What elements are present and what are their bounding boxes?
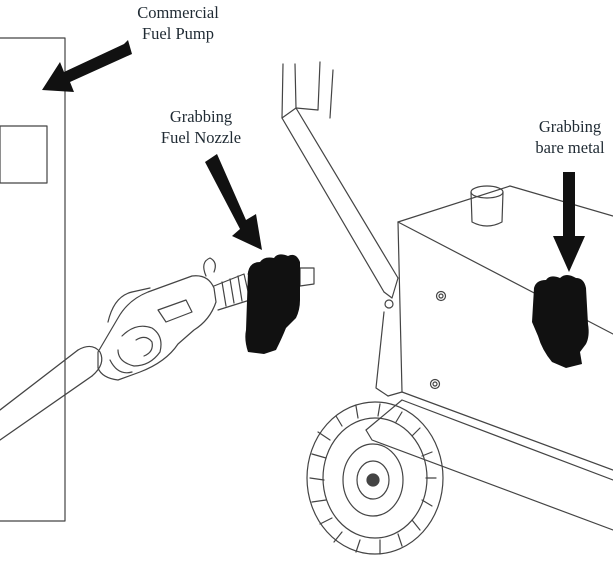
machine-body (365, 185, 613, 531)
hand-icon-metal (532, 275, 589, 368)
arrow-icon-nozzle (205, 154, 262, 250)
arrow-icon-pump (42, 40, 132, 92)
label-fuel-pump-line2: Fuel Pump (142, 24, 214, 43)
label-fuel-pump: Commercial Fuel Pump (118, 2, 238, 44)
label-grabbing-metal-line2: bare metal (535, 138, 605, 157)
machine-frame (281, 61, 399, 397)
label-grabbing-nozzle-line2: Fuel Nozzle (160, 128, 242, 147)
label-grabbing-metal-line1: Grabbing (538, 117, 602, 136)
arrow-icon-metal (553, 172, 585, 272)
fuel-pump (0, 37, 66, 522)
hand-icon-nozzle (245, 254, 300, 354)
label-grabbing-nozzle-line1: Grabbing (169, 107, 233, 126)
fuel-hose (0, 345, 103, 441)
wheel (306, 401, 444, 555)
label-fuel-pump-line1: Commercial (137, 3, 219, 22)
label-grabbing-nozzle: Grabbing Fuel Nozzle (141, 106, 261, 148)
label-grabbing-metal: Grabbing bare metal (520, 116, 613, 158)
